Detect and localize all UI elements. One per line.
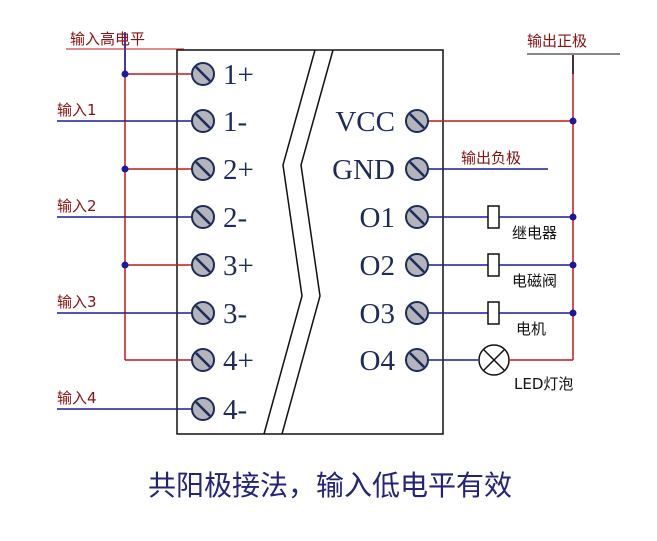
label-relay: 继电器	[512, 224, 557, 242]
lamp-icon	[478, 344, 510, 376]
label-out-positive: 输出正极	[527, 32, 587, 50]
solenoid-valve-symbol	[487, 253, 500, 277]
junction-dot	[121, 165, 129, 173]
break-line-left	[263, 49, 316, 435]
break-line-right	[281, 49, 334, 435]
label-motor: 电机	[516, 320, 546, 338]
terminal-3plus	[191, 253, 215, 277]
label-input2: 输入2	[57, 197, 97, 215]
label-input1: 输入1	[57, 101, 97, 119]
label-input3: 输入3	[57, 293, 97, 311]
junction-dot	[569, 261, 577, 269]
terminal-label-1minus: 1-	[223, 106, 247, 138]
terminal-4plus	[191, 348, 215, 372]
terminal-o4	[405, 348, 429, 372]
junction-dot	[569, 213, 577, 221]
terminal-label-o2: O2	[360, 250, 395, 282]
terminal-vcc	[405, 109, 429, 133]
label-out-negative: 输出负极	[461, 149, 521, 167]
terminal-o2	[405, 253, 429, 277]
label-solenoid-valve: 电磁阀	[512, 272, 557, 290]
terminal-gnd	[405, 157, 429, 181]
diagram-caption: 共阳极接法，输入低电平有效	[148, 469, 512, 502]
terminal-4minus	[191, 397, 215, 421]
terminal-o3	[405, 301, 429, 325]
terminal-o1	[405, 205, 429, 229]
terminal-3minus	[191, 301, 215, 325]
junction-dot	[121, 261, 129, 269]
label-input-high: 输入高电平	[70, 30, 145, 48]
terminal-label-3plus: 3+	[223, 250, 254, 282]
terminal-2plus	[191, 157, 215, 181]
terminal-1plus	[191, 62, 215, 86]
terminal-2minus	[191, 205, 215, 229]
module-body	[176, 49, 444, 435]
terminal-label-2minus: 2-	[223, 202, 247, 234]
label-input4: 输入4	[57, 389, 97, 407]
terminal-label-1plus: 1+	[223, 59, 254, 91]
junction-dot	[121, 70, 129, 78]
motor-symbol	[487, 301, 500, 325]
terminal-label-gnd: GND	[332, 154, 395, 186]
label-led-lamp: LED灯泡	[514, 375, 573, 393]
terminal-label-2plus: 2+	[223, 154, 254, 186]
junction-dot	[569, 117, 577, 125]
terminal-label-o1: O1	[360, 202, 395, 234]
terminal-label-o3: O3	[360, 298, 395, 330]
terminal-label-4plus: 4+	[223, 345, 254, 377]
terminal-label-vcc: VCC	[335, 106, 395, 138]
relay-symbol	[487, 205, 500, 229]
junction-dot	[569, 309, 577, 317]
terminal-label-o4: O4	[360, 345, 396, 377]
terminal-1minus	[191, 109, 215, 133]
terminal-label-3minus: 3-	[223, 298, 247, 330]
terminal-label-4minus: 4-	[223, 394, 247, 426]
